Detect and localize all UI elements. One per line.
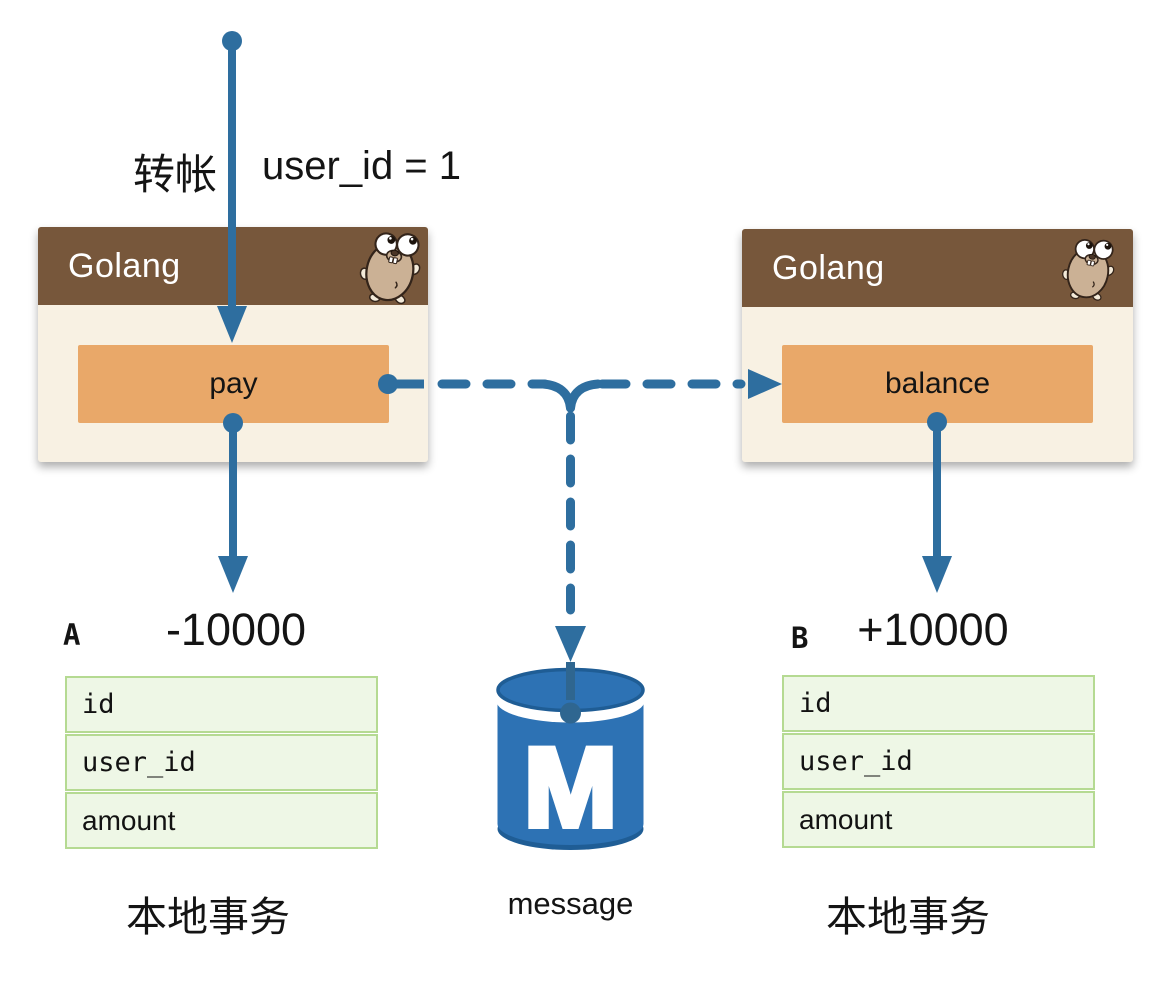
- service-card-balance: Golang: [742, 229, 1133, 462]
- table-row: amount: [782, 791, 1095, 848]
- branch-fork-icon: [538, 379, 603, 413]
- transfer-label: 转帐: [132, 151, 217, 198]
- caption-local-transaction-left: 本地事务: [126, 894, 290, 940]
- condition-label: user_id = 1: [262, 144, 462, 188]
- table-row: id: [782, 675, 1095, 732]
- golang-gopher-icon: [359, 232, 421, 305]
- table-row: user_id: [782, 733, 1095, 790]
- table-b-key: B: [791, 621, 809, 655]
- dashed-arrow-to-message-store: [555, 411, 586, 662]
- queue-letter: M: [524, 725, 617, 850]
- table-row: amount: [65, 792, 378, 849]
- card-title: Golang: [772, 249, 885, 287]
- method-label: balance: [884, 367, 991, 400]
- method-label: pay: [209, 367, 258, 400]
- transaction-table-a: id user_id amount: [65, 676, 378, 849]
- delta-b-label: +10000: [857, 604, 1009, 655]
- service-card-pay: Golang: [38, 227, 428, 462]
- method-box-pay: pay: [78, 345, 389, 423]
- card-title: Golang: [68, 247, 181, 285]
- transaction-table-b: id user_id amount: [782, 675, 1095, 848]
- message-label: message: [507, 886, 634, 921]
- card-header: Golang: [38, 227, 428, 305]
- table-row: user_id: [65, 734, 378, 791]
- table-a-key: A: [63, 618, 81, 652]
- card-header: Golang: [742, 229, 1133, 307]
- table-row: id: [65, 676, 378, 733]
- message-db-icon: M: [496, 662, 645, 853]
- method-box-balance: balance: [782, 345, 1093, 423]
- golang-gopher-icon: [1062, 239, 1115, 301]
- caption-local-transaction-right: 本地事务: [826, 894, 990, 940]
- dashed-arrow-pay-to-balance: [378, 369, 782, 399]
- delta-a-label: -10000: [165, 604, 307, 655]
